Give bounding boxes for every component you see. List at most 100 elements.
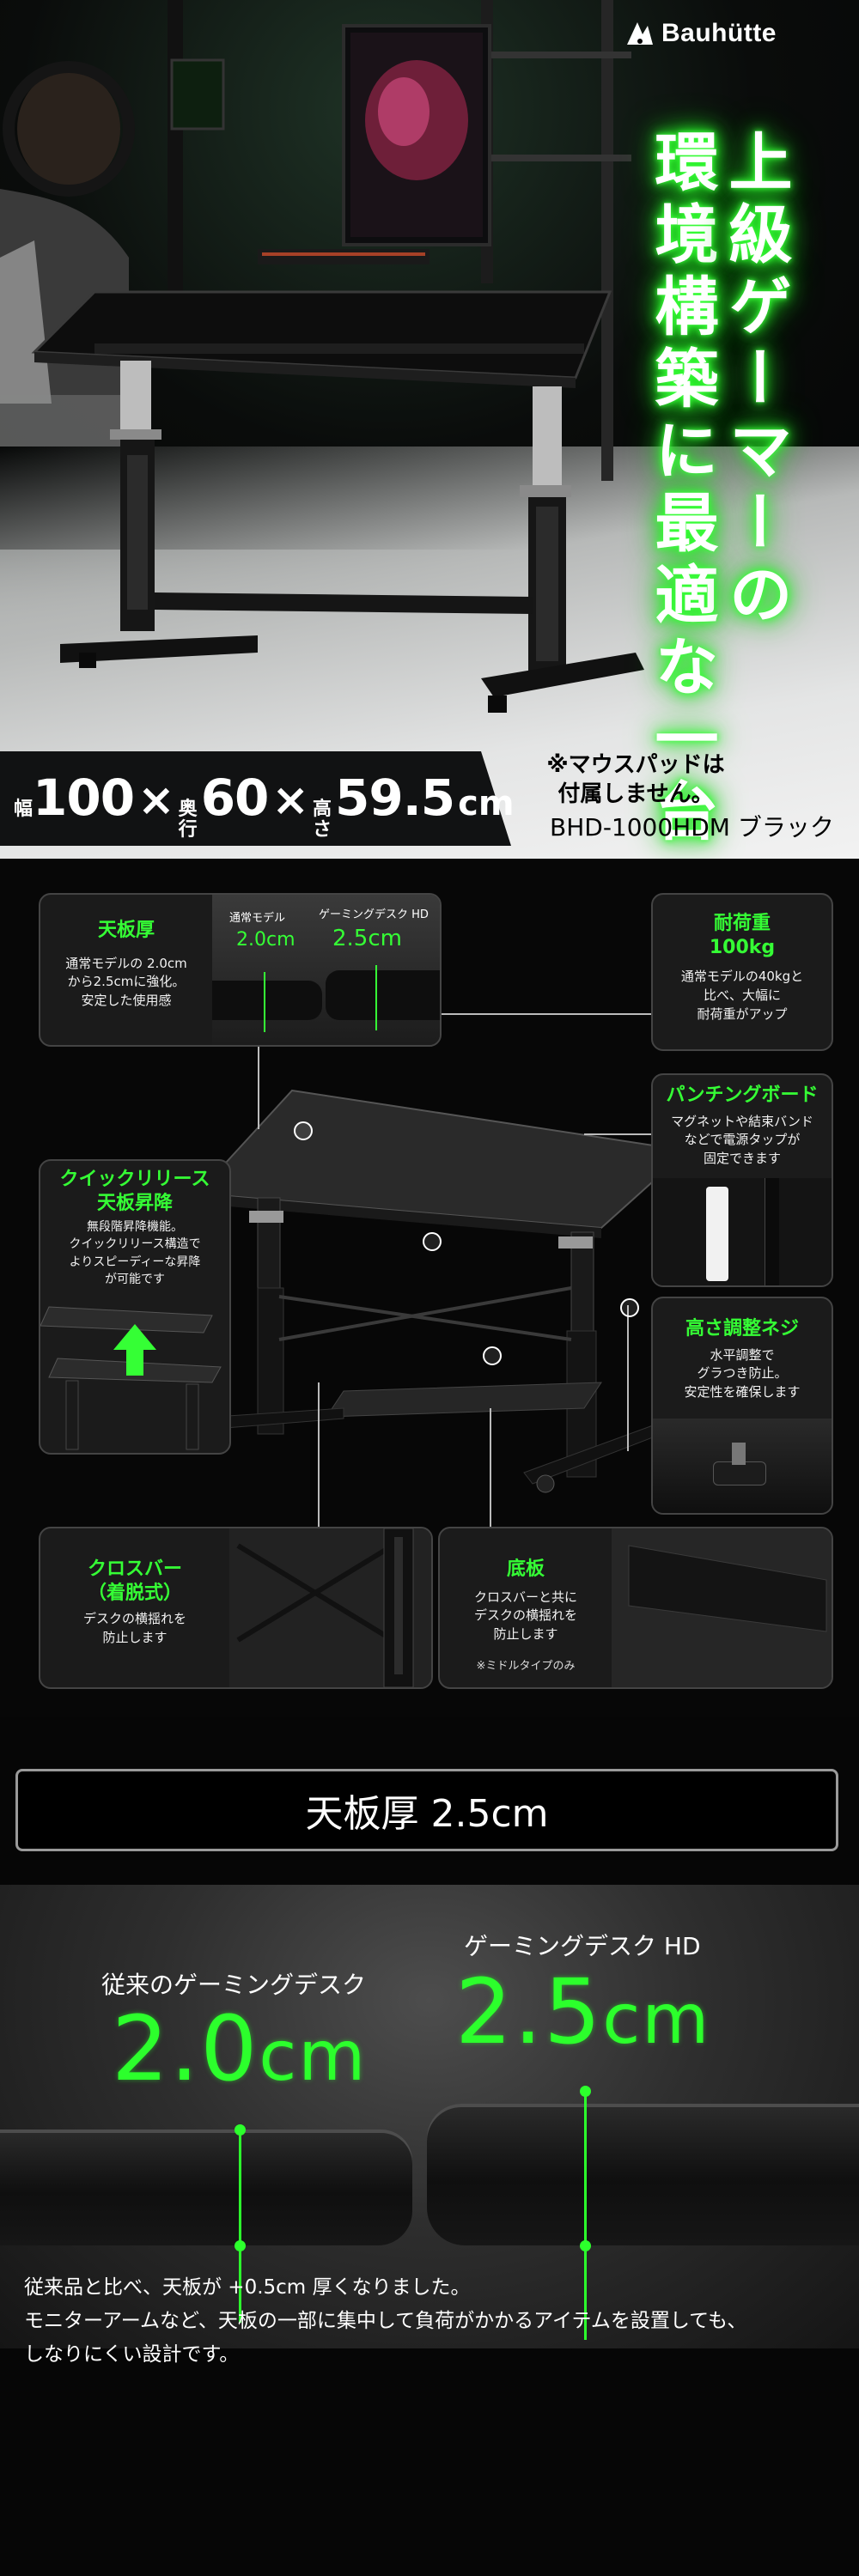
- normal-model-label: 通常モデル: [229, 912, 286, 925]
- thickness-photo: [0, 1885, 859, 2348]
- callout-dot-crossbar: [423, 1232, 442, 1251]
- top-thickness-title: 天板厚: [97, 920, 155, 941]
- new-desk-label: ゲーミングデスク HD: [464, 1932, 701, 1960]
- thickness-banner: 天板厚 2.5cm: [15, 1769, 838, 1851]
- new-value-unit: cm: [602, 1979, 711, 2059]
- thickness-section: 天板厚 2.5cm 従来のゲーミングデスク 2.0cm ゲーミングデスク HD …: [0, 1717, 859, 2576]
- mousepad-note-line-2: 付属しません。: [557, 781, 714, 807]
- normal-model-value: 2.0cm: [236, 929, 295, 951]
- old-desk-label: 従来のゲーミングデスク: [101, 1971, 367, 1999]
- old-board: [0, 2129, 412, 2245]
- thick-board-edge: [326, 970, 440, 1020]
- feature-card-punching-board: パンチングボード マグネットや結束バンド などで電源タップが 固定できます: [651, 1073, 833, 1287]
- leader-line-adjust: [627, 1305, 630, 1451]
- depth-label-top: 奥: [178, 799, 198, 820]
- quick-title-line-2: 天板昇降: [96, 1192, 173, 1214]
- new-marker-dot-bottom: [580, 2240, 591, 2251]
- height-value: 59.5: [335, 769, 455, 827]
- width-label: 幅: [14, 799, 34, 820]
- adjuster-title: 高さ調整ネジ: [685, 1318, 799, 1340]
- depth-label-bottom: 行: [178, 819, 198, 841]
- feature-card-adjuster: 高さ調整ネジ 水平調整で グラつき防止。 安定性を確保します: [651, 1297, 833, 1515]
- thickness-desc-line-1: 従来品と比べ、天板が +0.5cm 厚くなりました。: [24, 2276, 471, 2299]
- leader-line-punch: [584, 1133, 653, 1136]
- height-label: 高 さ: [313, 799, 332, 841]
- bottom-board-illustration: [612, 1528, 832, 1687]
- punching-body: マグネットや結束バンド などで電源タップが 固定できます: [671, 1113, 813, 1167]
- bottom-body: クロスバーと共に デスクの横揺れを 防止します: [473, 1589, 577, 1643]
- dimensions-text: 幅 100 × 奥 行 60 × 高 さ 59.5 cm: [14, 769, 515, 841]
- gaming-model-label: ゲーミングデスク HD: [319, 908, 429, 921]
- callout-dot-bottom: [483, 1346, 502, 1365]
- features-section: 天板厚 通常モデルの 2.0cm から2.5cmに強化。 安定した使用感 通常モ…: [0, 859, 859, 1717]
- thin-board-edge: [212, 981, 322, 1020]
- feature-card-top-thickness: 天板厚 通常モデルの 2.0cm から2.5cmに強化。 安定した使用感 通常モ…: [39, 893, 442, 1047]
- height-label-top: 高: [312, 799, 332, 820]
- mousepad-note-line-1: ※マウスパッドは: [546, 752, 725, 778]
- punching-title: パンチングボード: [666, 1084, 819, 1106]
- quick-release-illustration: [40, 1306, 222, 1450]
- feature-card-bottom-board: 底板 クロスバーと共に デスクの横揺れを 防止します ※ミドルタイプのみ: [438, 1527, 833, 1689]
- leveler-foot: [713, 1461, 766, 1485]
- load-value: 100kg: [709, 936, 776, 958]
- bauhutte-logo-icon: [627, 22, 653, 45]
- load-title: 耐荷重: [713, 913, 771, 934]
- new-thickness-value: 2.5cm: [455, 1959, 710, 2064]
- height-label-bottom: さ: [312, 819, 332, 841]
- times-sign: ×: [137, 775, 175, 826]
- top-thickness-body: 通常モデルの 2.0cm から2.5cmに強化。 安定した使用感: [65, 955, 187, 1009]
- crossbar-title-line-1: クロスバー: [87, 1558, 182, 1580]
- new-thickness-marker: [584, 2091, 587, 2340]
- model-name: BHD-1000HDM ブラック: [550, 813, 834, 841]
- callout-dot-top: [294, 1121, 313, 1140]
- hero-tagline: 上級ゲーマーの 環境構築に最適な一台: [644, 129, 792, 850]
- crossbar-title-line-2: （着脱式）: [87, 1582, 182, 1604]
- mousepad-note: ※マウスパッドは 付属しません。: [533, 751, 739, 810]
- dimension-unit: cm: [458, 784, 515, 823]
- callout-dot-adjuster: [620, 1298, 639, 1317]
- adjuster-body: 水平調整で グラつき防止。 安定性を確保します: [684, 1346, 801, 1400]
- old-thickness-value: 2.0cm: [112, 1996, 367, 2101]
- bottom-title: 底板: [506, 1558, 545, 1580]
- bottom-note: ※ミドルタイプのみ: [476, 1659, 576, 1673]
- old-value-number: 2.0: [112, 1996, 259, 2101]
- top-thickness-photo: 通常モデル 2.0cm ゲーミングデスク HD 2.5cm: [212, 895, 440, 1045]
- crossbar-illustration: [229, 1528, 431, 1687]
- old-thickness-marker: [239, 2129, 241, 2323]
- leader-line-load: [430, 1013, 653, 1016]
- dimensions-bar: [0, 751, 511, 846]
- quick-body: 無段階昇降機能。 クイックリリース構造で よりスピーディーな昇降 が可能です: [69, 1220, 201, 1286]
- crossbar-text: クロスバー （着脱式） デスクの横揺れを 防止します: [40, 1558, 229, 1648]
- tagline-line-2: 環境構築に最適な一台: [644, 129, 718, 850]
- new-value-number: 2.5: [455, 1959, 603, 2064]
- gaming-model-value: 2.5cm: [332, 926, 402, 951]
- desk-diagram: [195, 1089, 690, 1493]
- load-body: 通常モデルの40kgと 比べ、大幅に 耐荷重がアップ: [680, 969, 804, 1022]
- leader-line-top: [258, 1043, 260, 1129]
- tagline-line-1: 上級ゲーマーの: [718, 129, 792, 634]
- brand-name: Bauhütte: [661, 19, 777, 47]
- crossbar-body: デスクの横揺れを 防止します: [82, 1611, 186, 1645]
- brand-logo-block: Bauhütte: [625, 19, 777, 48]
- punching-pole: [765, 1178, 779, 1285]
- power-strip: [706, 1187, 728, 1281]
- new-marker-dot-top: [580, 2086, 591, 2097]
- leader-line-bottom: [490, 1408, 492, 1528]
- thin-marker: [264, 972, 265, 1032]
- bottom-text: 底板 クロスバーと共に デスクの横揺れを 防止します ※ミドルタイプのみ: [440, 1558, 612, 1673]
- new-board: [427, 2104, 859, 2245]
- thickness-desc-line-2: モニターアームなど、天板の一部に集中して負荷がかかるアイテムを設置しても、: [24, 2310, 747, 2333]
- feature-card-quick-release: クイックリリース 天板昇降 無段階昇降機能。 クイックリリース構造で よりスピー…: [39, 1159, 231, 1455]
- arrow-up-icon: [113, 1324, 156, 1376]
- adjuster-photo: [653, 1419, 832, 1513]
- hero-section: Bauhütte 上級ゲーマーの 環境構築に最適な一台 幅 100 × 奥 行 …: [0, 0, 859, 859]
- old-value-unit: cm: [259, 2016, 368, 2096]
- top-thickness-text: 天板厚 通常モデルの 2.0cm から2.5cmに強化。 安定した使用感: [40, 919, 212, 1011]
- feature-card-load: 耐荷重 100kg 通常モデルの40kgと 比べ、大幅に 耐荷重がアップ: [651, 893, 833, 1051]
- feature-card-crossbar: クロスバー （着脱式） デスクの横揺れを 防止します: [39, 1527, 433, 1689]
- leader-line-cross: [318, 1382, 320, 1528]
- thickness-desc-line-3: しなりにくい設計です。: [24, 2343, 240, 2366]
- quick-title-line-1: クイックリリース: [59, 1169, 210, 1190]
- thick-marker: [375, 965, 377, 1030]
- times-sign-2: ×: [271, 775, 309, 826]
